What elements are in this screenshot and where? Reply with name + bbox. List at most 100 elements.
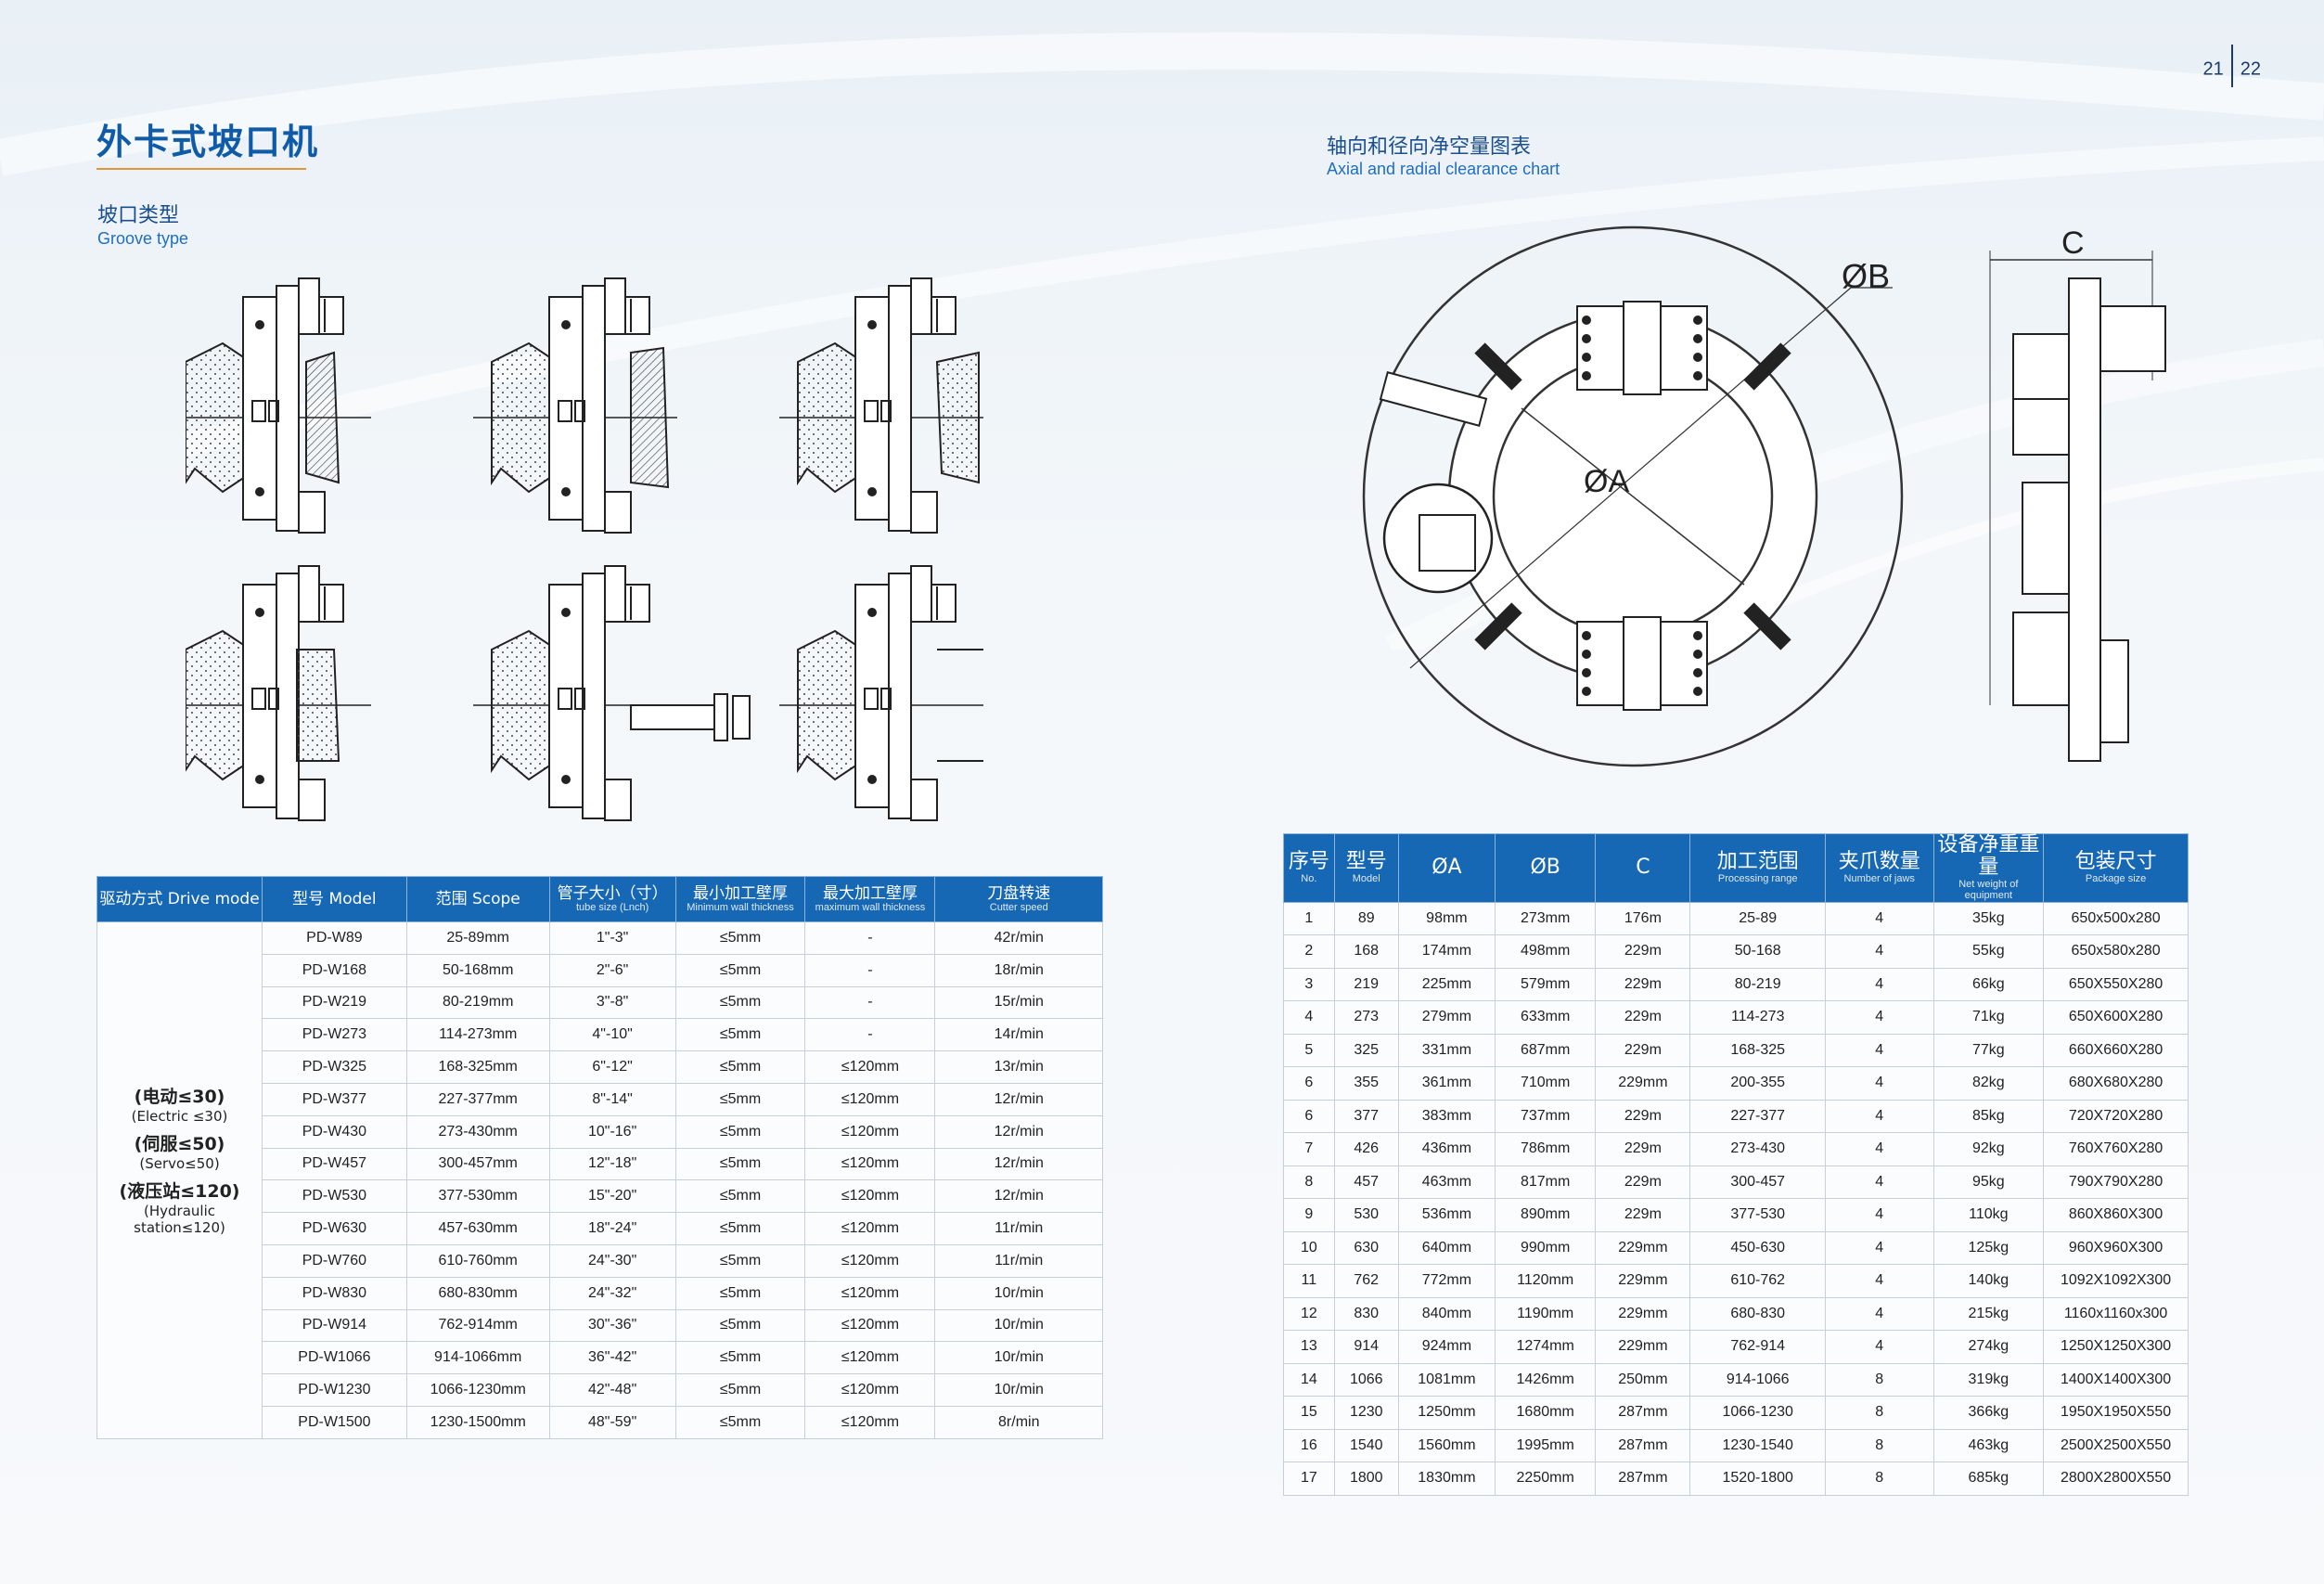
table-cell: PD-W1066 xyxy=(262,1341,407,1375)
table-cell: 66kg xyxy=(1932,967,2045,1002)
table-cell: PD-W760 xyxy=(262,1243,407,1278)
label-c: C xyxy=(2061,225,2085,261)
table-cell: PD-W530 xyxy=(262,1179,407,1214)
table-cell: ≤5mm xyxy=(674,1147,806,1181)
table-cell: 50-168 xyxy=(1689,934,1826,969)
table-cell: 786mm xyxy=(1494,1132,1597,1166)
table-cell: 250mm xyxy=(1595,1362,1691,1397)
groove-diagram-6 xyxy=(778,565,984,821)
groove-type-drawings xyxy=(186,277,984,821)
table-cell: 10r/min xyxy=(934,1341,1103,1375)
table-cell: 50-168mm xyxy=(405,953,550,987)
table-cell: 92kg xyxy=(1932,1132,2045,1166)
table-cell: 2250mm xyxy=(1494,1462,1597,1496)
table-cell: 1230-1540 xyxy=(1689,1428,1826,1463)
table-cell: 24"-30" xyxy=(548,1243,676,1278)
table-cell: 85kg xyxy=(1932,1099,2045,1134)
table-cell: 11 xyxy=(1283,1264,1335,1298)
table-cell: 24"-32" xyxy=(548,1276,676,1310)
table-cell: ≤120mm xyxy=(804,1341,936,1375)
table-cell: 3"-8" xyxy=(548,985,676,1020)
table-cell: 10r/min xyxy=(934,1373,1103,1407)
table-cell: 1160x1160x300 xyxy=(2043,1296,2189,1332)
top-clamp xyxy=(1576,301,1708,395)
table-cell: 229mm xyxy=(1595,1296,1691,1332)
table-cell: 229m xyxy=(1595,1033,1691,1068)
clearance-drawing: ØB ØA C xyxy=(1362,225,2166,767)
table-cell: PD-W630 xyxy=(262,1212,407,1245)
table-cell: PD-W377 xyxy=(262,1082,407,1116)
table-cell: 4 xyxy=(1824,1264,1934,1298)
table-cell: 383mm xyxy=(1397,1099,1496,1134)
groove-diagram-2 xyxy=(472,277,678,534)
table-cell: 762 xyxy=(1333,1264,1399,1298)
clearance-title-en: Axial and radial clearance chart xyxy=(1327,160,1560,178)
table-cell: 8 xyxy=(1824,1462,1934,1496)
table-cell: ≤5mm xyxy=(674,1212,806,1245)
table-cell: 5 xyxy=(1283,1033,1335,1068)
table-cell: 8 xyxy=(1824,1396,1934,1430)
table-cell: 11r/min xyxy=(934,1212,1103,1245)
table-cell: 215kg xyxy=(1932,1296,2045,1332)
table-cell: 1426mm xyxy=(1494,1362,1597,1397)
table-cell: 762-914mm xyxy=(405,1308,550,1343)
table-cell: 1230-1500mm xyxy=(405,1405,550,1439)
table-cell: 1400X1400X300 xyxy=(2043,1362,2189,1397)
table-cell: 287mm xyxy=(1595,1428,1691,1463)
table-cell: 325 xyxy=(1333,1033,1399,1068)
table-cell: 219 xyxy=(1333,967,1399,1002)
groove-title-cn: 坡口类型 xyxy=(97,204,180,227)
table-cell: 36"-42" xyxy=(548,1341,676,1375)
table-cell: 300-457mm xyxy=(405,1147,550,1181)
table-cell: 25-89 xyxy=(1689,901,1826,936)
table-cell: 12"-18" xyxy=(548,1147,676,1181)
table-cell: 4"-10" xyxy=(548,1018,676,1052)
page-number-left: 21 xyxy=(2202,58,2224,80)
table-cell: 840mm xyxy=(1397,1296,1496,1332)
table-cell: ≤5mm xyxy=(674,1082,806,1116)
table-cell: 355 xyxy=(1333,1066,1399,1101)
table-cell: 6"-12" xyxy=(548,1050,676,1084)
table-cell: 366kg xyxy=(1932,1396,2045,1430)
table-cell: PD-W219 xyxy=(262,985,407,1020)
table-cell: 1830mm xyxy=(1397,1462,1496,1496)
table-cell: 680-830 xyxy=(1689,1296,1826,1332)
table-cell: 80-219 xyxy=(1689,967,1826,1002)
table-cell: 914-1066 xyxy=(1689,1362,1826,1397)
table-cell: 4 xyxy=(1824,1033,1934,1068)
table-cell: 1120mm xyxy=(1494,1264,1597,1298)
table-cell: ≤5mm xyxy=(674,1050,806,1084)
table-cell: 914 xyxy=(1333,1330,1399,1364)
table-cell: 10"-16" xyxy=(548,1114,676,1149)
table-cell: 4 xyxy=(1824,1296,1934,1332)
table-cell: - xyxy=(804,953,936,987)
table-cell: 176m xyxy=(1595,901,1691,936)
table-cell: 229m xyxy=(1595,1198,1691,1232)
table-cell: 42r/min xyxy=(934,921,1103,955)
table-cell: 1520-1800 xyxy=(1689,1462,1826,1496)
table-cell: ≤120mm xyxy=(804,1405,936,1439)
table-cell: 12 xyxy=(1283,1296,1335,1332)
table-cell: ≤120mm xyxy=(804,1308,936,1343)
table-cell: 8r/min xyxy=(934,1405,1103,1439)
table-cell: ≤5mm xyxy=(674,921,806,955)
header-diameter-a: ØA xyxy=(1397,833,1496,903)
drive-mode-en: (Electric ≤30) xyxy=(131,1108,228,1126)
header-diameter-b: ØB xyxy=(1494,833,1597,903)
table-cell: 1560mm xyxy=(1397,1428,1496,1463)
